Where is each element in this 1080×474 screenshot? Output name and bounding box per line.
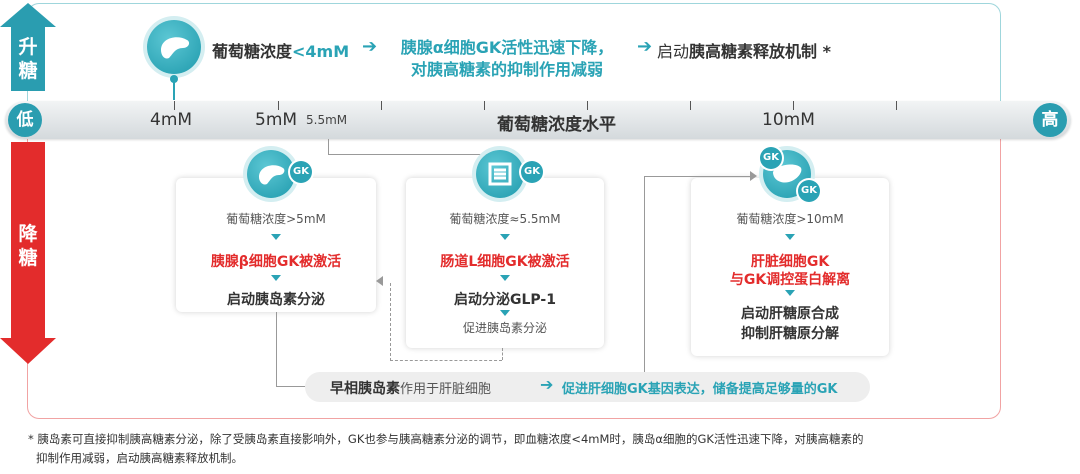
box2-activation: 肠道L细胞GK被激活 [440, 254, 570, 270]
box3-activation-2: 与GK调控蛋白解离 [729, 272, 851, 288]
arrow-to-liver-icon [750, 171, 757, 181]
box1-activation: 胰腺β细胞GK被激活 [210, 254, 342, 270]
band-center-label: 葡萄糖浓度水平 [497, 115, 616, 135]
connector-box1-bottom-h [276, 386, 306, 387]
down-label: 降糖 [18, 223, 38, 269]
up-arrow-head [0, 3, 56, 27]
down-arrow-icon [500, 275, 510, 281]
top-text-3: 启动胰高糖素释放机制 * [657, 38, 831, 62]
top-text-1-label: 葡萄糖浓度 [212, 42, 293, 61]
tick [174, 101, 175, 110]
tick [690, 101, 691, 110]
connector-5-5 [328, 139, 329, 155]
tick [793, 101, 794, 110]
top-text-2-line2: 对胰高糖素的抑制作用减弱 [410, 60, 603, 79]
glucose-level-band [5, 101, 1071, 139]
down-arrow-icon [785, 290, 795, 296]
gk-expression-text: 促进肝细胞GK基因表达，储备提高足够量的GK [562, 382, 838, 397]
tick [381, 101, 382, 110]
intestine-gk-icon [476, 150, 524, 198]
band-label-10mm: 10mM [762, 110, 815, 130]
gk-badge: GK [798, 180, 820, 202]
box3-result-2: 抑制肝糖原分解 [741, 326, 839, 342]
gk-badge: GK [290, 161, 312, 183]
arrow-1-icon: ➔ [362, 36, 378, 57]
arrow-2-icon: ➔ [637, 36, 653, 57]
down-arrow: 降糖 [11, 142, 45, 338]
box3-condition: 葡萄糖浓度>10mM [736, 212, 844, 226]
dashed-connector [390, 283, 391, 361]
down-arrow-icon [785, 234, 795, 240]
tick [587, 101, 588, 110]
arrow-3-icon: ➔ [540, 375, 554, 394]
liver-cell-box [691, 178, 889, 356]
band-label-4mm: 4mM [150, 110, 193, 130]
box3-result-1: 启动肝糖原合成 [741, 306, 839, 322]
box3-activation-1: 肝脏细胞GK [750, 254, 830, 270]
up-label: 升糖 [18, 36, 38, 82]
top-icon-dot [170, 75, 178, 83]
top-text-1-value: <4mM [292, 42, 350, 61]
beta-cell-box [176, 178, 376, 312]
box2-condition: 葡萄糖浓度≈5.5mM [449, 212, 561, 226]
top-icon-stem [173, 78, 175, 100]
footnote-line-1: * 胰岛素可直接抑制胰高糖素分泌，除了受胰岛素直接影响外，GK也参与胰高糖素分泌… [28, 432, 864, 446]
down-arrow-head [0, 338, 56, 364]
down-arrow-icon [271, 275, 281, 281]
early-insulin-text: 早相胰岛素作用于肝脏细胞 [330, 378, 491, 398]
gk-badge: GK [521, 161, 543, 183]
dashed-arrow-icon [376, 276, 383, 286]
l-cell-box [406, 178, 604, 348]
band-label-5-5mm: 5.5mM [306, 113, 348, 127]
connector-5-5-h [328, 154, 493, 155]
connector-bottom-box3 [644, 176, 645, 373]
top-text-3-plain: 启动 [657, 42, 690, 61]
box2-result-2: 促进胰岛素分泌 [462, 321, 547, 335]
band-label-5mm: 5mM [255, 110, 298, 130]
box1-condition: 葡萄糖浓度>5mM [226, 212, 326, 226]
pancreas-gk-icon [247, 150, 295, 198]
tick [278, 101, 279, 110]
tick [896, 101, 897, 110]
early-insulin-target: 作用于肝脏细胞 [400, 382, 492, 397]
top-text-2-line1: 胰腺α细胞GK活性迅速下降， [400, 38, 614, 57]
dashed-connector [502, 348, 503, 360]
top-text-1: 葡萄糖浓度<4mM [212, 38, 349, 62]
early-insulin-pill [305, 372, 870, 402]
box2-result: 启动分泌GLP-1 [454, 292, 556, 308]
dashed-connector [390, 360, 502, 361]
gk-badge: GK [760, 147, 782, 169]
early-insulin-label: 早相胰岛素 [330, 381, 400, 397]
low-end: 低 [8, 103, 42, 137]
top-text-2: 胰腺α细胞GK活性迅速下降， 对胰高糖素的抑制作用减弱 [382, 37, 632, 81]
connector-bottom-box3-h [644, 176, 751, 177]
footnote: * 胰岛素可直接抑制胰高糖素分泌，除了受胰岛素直接影响外，GK也参与胰高糖素分泌… [28, 430, 1073, 468]
box1-result: 启动胰岛素分泌 [227, 292, 325, 308]
top-text-3-bold: 胰高糖素释放机制 * [689, 42, 831, 61]
connector-box1-bottom [276, 312, 277, 386]
down-arrow-icon [271, 234, 281, 240]
footnote-line-2: 抑制作用减弱，启动胰高糖素释放机制。 [36, 451, 243, 465]
tick [484, 101, 485, 110]
down-arrow-icon [500, 310, 510, 316]
up-arrow: 升糖 [11, 27, 45, 91]
down-arrow-icon [500, 234, 510, 240]
pancreas-icon [147, 20, 201, 74]
high-end: 高 [1033, 103, 1067, 137]
